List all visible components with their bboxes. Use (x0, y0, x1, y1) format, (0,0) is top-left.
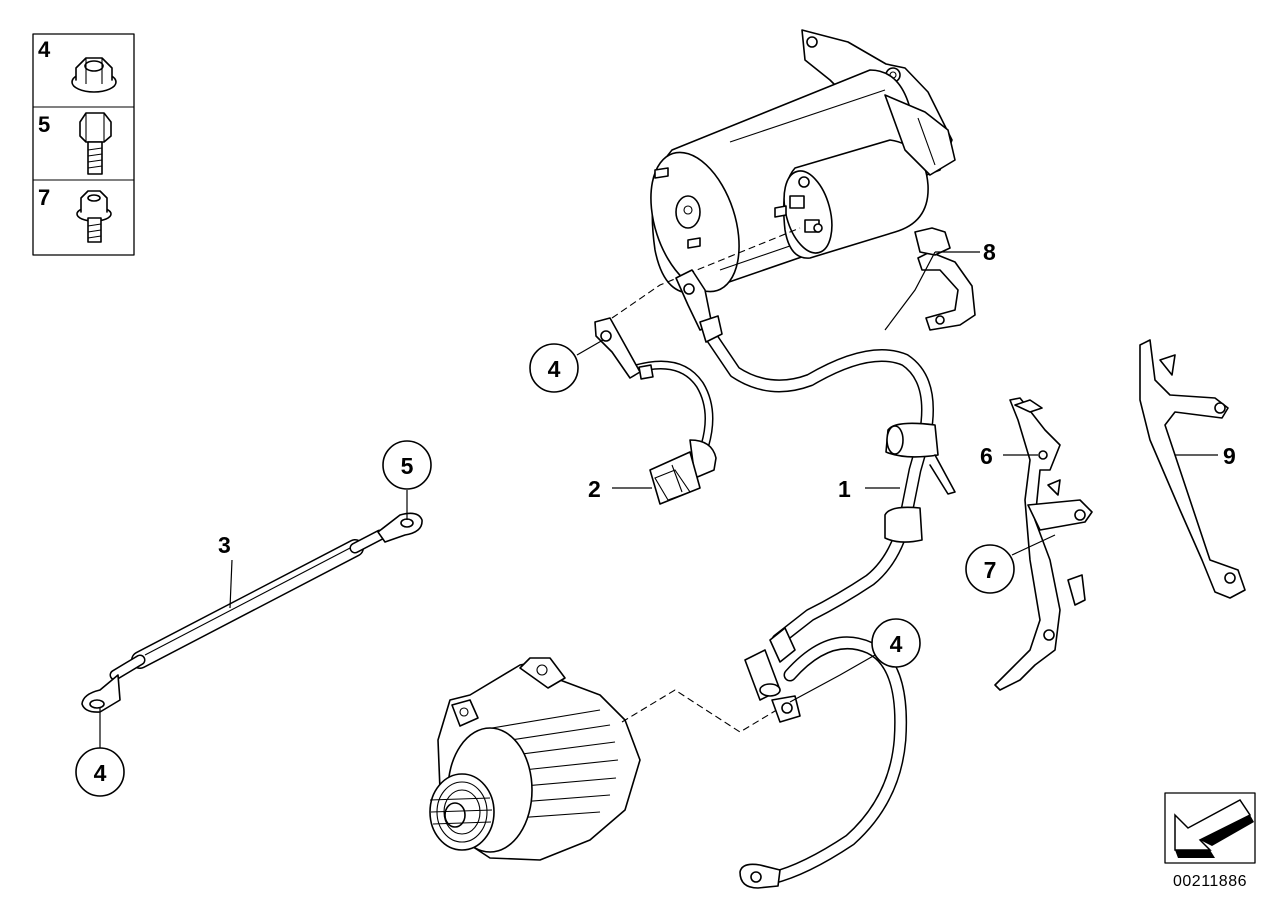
direction-arrow-icon (1174, 799, 1254, 858)
callout-number: 9 (1223, 443, 1236, 469)
flange-nut-icon (71, 57, 117, 93)
sensor-lead[interactable] (594, 317, 717, 505)
legend-number: 7 (38, 185, 50, 210)
alternator (429, 657, 641, 861)
callout-number: 3 (218, 532, 231, 558)
hex-bolt-icon (79, 112, 112, 175)
callout-number: 4 (94, 760, 107, 786)
legend-item-5[interactable]: 5 (38, 112, 112, 175)
callout-number: 4 (890, 631, 903, 657)
connection-line (621, 689, 781, 733)
callout-number: 4 (548, 356, 561, 382)
callout-number: 1 (838, 476, 851, 502)
connection-line (611, 227, 801, 319)
fastener-legend: 4 5 7 (32, 33, 135, 256)
callout-4-cable-lug[interactable]: 4 (871, 618, 921, 668)
callout-number: 7 (984, 557, 997, 583)
callout-4-ground-strap[interactable]: 4 (75, 747, 125, 797)
callout-3[interactable]: 3 (218, 532, 231, 558)
callout-6[interactable]: 6 (980, 443, 993, 469)
battery-cable-main[interactable] (675, 269, 956, 889)
callout-7[interactable]: 7 (965, 544, 1015, 594)
callout-number: 8 (983, 239, 996, 265)
callout-5[interactable]: 5 (382, 440, 432, 490)
support-bracket[interactable] (1139, 339, 1246, 599)
ground-strap[interactable] (81, 512, 423, 713)
callout-number: 5 (401, 453, 414, 479)
callout-number: 6 (980, 443, 993, 469)
callout-9[interactable]: 9 (1223, 443, 1236, 469)
image-reference-number: 00211886 (1173, 873, 1247, 890)
legend-item-7[interactable]: 7 (38, 185, 112, 243)
collar-screw-icon (76, 190, 112, 243)
legend-number: 5 (38, 112, 50, 137)
reference-box: 00211886 (1164, 792, 1256, 890)
legend-item-4[interactable]: 4 (38, 37, 117, 93)
callout-4-sensor-lug[interactable]: 4 (529, 343, 579, 393)
callout-number: 2 (588, 476, 601, 502)
callout-1[interactable]: 1 (838, 476, 851, 502)
callout-8[interactable]: 8 (983, 239, 996, 265)
cable-bracket[interactable] (994, 397, 1093, 691)
cable-clip[interactable] (914, 227, 976, 331)
callout-2[interactable]: 2 (588, 476, 601, 502)
starter-motor (650, 29, 956, 294)
legend-number: 4 (38, 37, 51, 62)
